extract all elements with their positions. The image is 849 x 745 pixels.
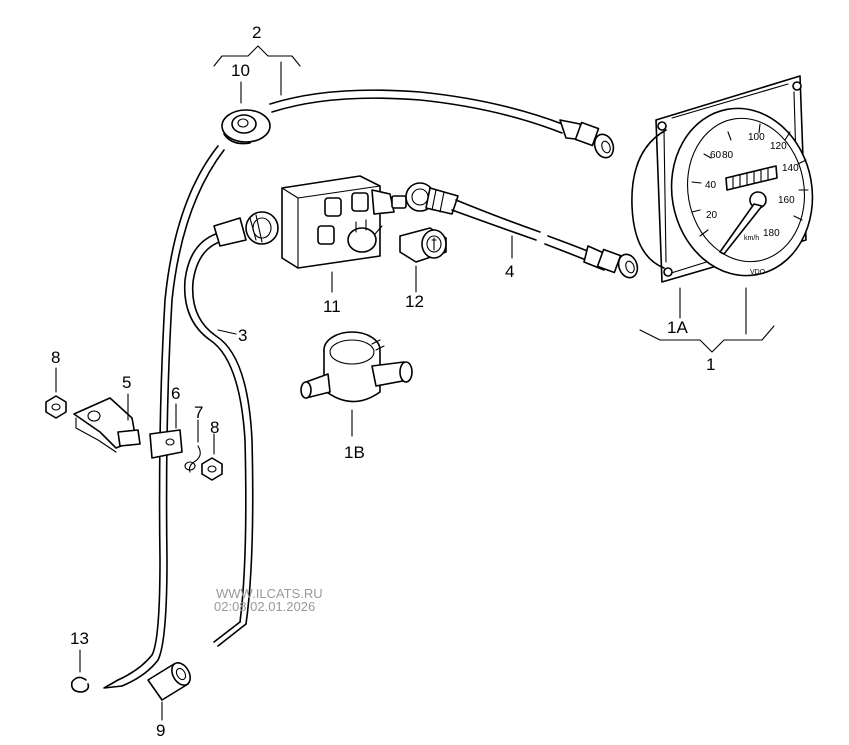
callout-3: 3 xyxy=(238,326,247,345)
callout-1: 1 xyxy=(706,355,715,374)
callout-9: 9 xyxy=(156,721,165,740)
speedo-label-80: 80 xyxy=(722,150,734,161)
callout-1a: 1A xyxy=(667,318,688,337)
watermark-site: WWW.ILCATS.RU xyxy=(216,586,323,601)
cable-3 xyxy=(183,211,279,647)
part-5-bracket xyxy=(73,393,141,453)
speedo-needle xyxy=(719,203,763,255)
odometer-window xyxy=(725,165,778,191)
callout-7: 7 xyxy=(194,403,203,422)
part-7-clip xyxy=(184,419,201,473)
callout-5: 5 xyxy=(122,373,131,392)
part-8-nut-right xyxy=(201,433,223,481)
part-11-junction-box xyxy=(281,175,407,293)
callout-6: 6 xyxy=(171,384,180,403)
part-9-grommet xyxy=(147,662,191,721)
callout-13: 13 xyxy=(70,629,89,648)
part-10-grommet xyxy=(221,81,271,145)
callout-8-right: 8 xyxy=(210,418,219,437)
callout-1b: 1B xyxy=(344,443,365,462)
callout-10: 10 xyxy=(231,61,250,80)
callout-12: 12 xyxy=(405,292,424,311)
part-12-socket xyxy=(399,227,447,293)
callout-4: 4 xyxy=(505,262,514,281)
bracket-2 xyxy=(213,45,301,96)
speedo-label-40: 40 xyxy=(705,180,717,191)
speedo-label-60: 60 xyxy=(710,150,722,161)
speedo-label-160: 160 xyxy=(778,195,795,206)
speedo-label-120: 120 xyxy=(770,141,787,152)
callout-8-left: 8 xyxy=(51,348,60,367)
part-8-nut-left xyxy=(45,367,67,419)
callout-11: 11 xyxy=(323,297,341,316)
speedo-ticks xyxy=(691,123,809,237)
part-6-plate xyxy=(149,403,183,459)
left-long-cable xyxy=(103,145,225,689)
speedo-unit: km/h xyxy=(744,235,759,242)
part-1b-sender xyxy=(300,331,413,437)
speedo-label-140: 140 xyxy=(782,163,799,174)
upper-speedo-cable xyxy=(269,89,615,159)
speedo-label-20: 20 xyxy=(706,210,718,221)
speedo-label-100: 100 xyxy=(748,132,765,143)
cable-4 xyxy=(405,182,639,279)
speedo-label-180: 180 xyxy=(763,228,780,239)
speedo-brand: VDO xyxy=(750,269,766,276)
watermark-timestamp: 02:08 02.01.2026 xyxy=(214,599,315,614)
callout-2: 2 xyxy=(252,23,261,42)
part-1-speedometer: 20 40 60 80 100 120 140 160 180 km/h VDO xyxy=(631,75,814,353)
part-13-clip xyxy=(70,649,90,693)
